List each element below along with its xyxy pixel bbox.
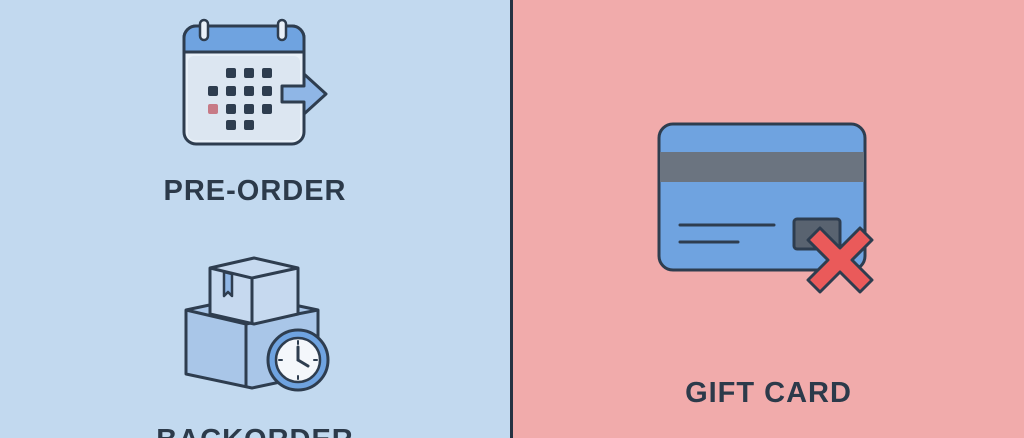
calendar-arrow-icon (182, 18, 328, 146)
credit-card-x-icon (657, 122, 874, 294)
panel-divider (510, 0, 513, 438)
preorder-label: PRE-ORDER (163, 175, 347, 207)
boxes-clock-icon (184, 256, 330, 392)
left-panel: PRE-ORDER BACKORDER (0, 0, 510, 438)
right-panel: GIFT CARD (513, 0, 1024, 438)
giftcard-label: GIFT CARD (685, 377, 852, 409)
backorder-label: BACKORDER (0, 424, 510, 438)
